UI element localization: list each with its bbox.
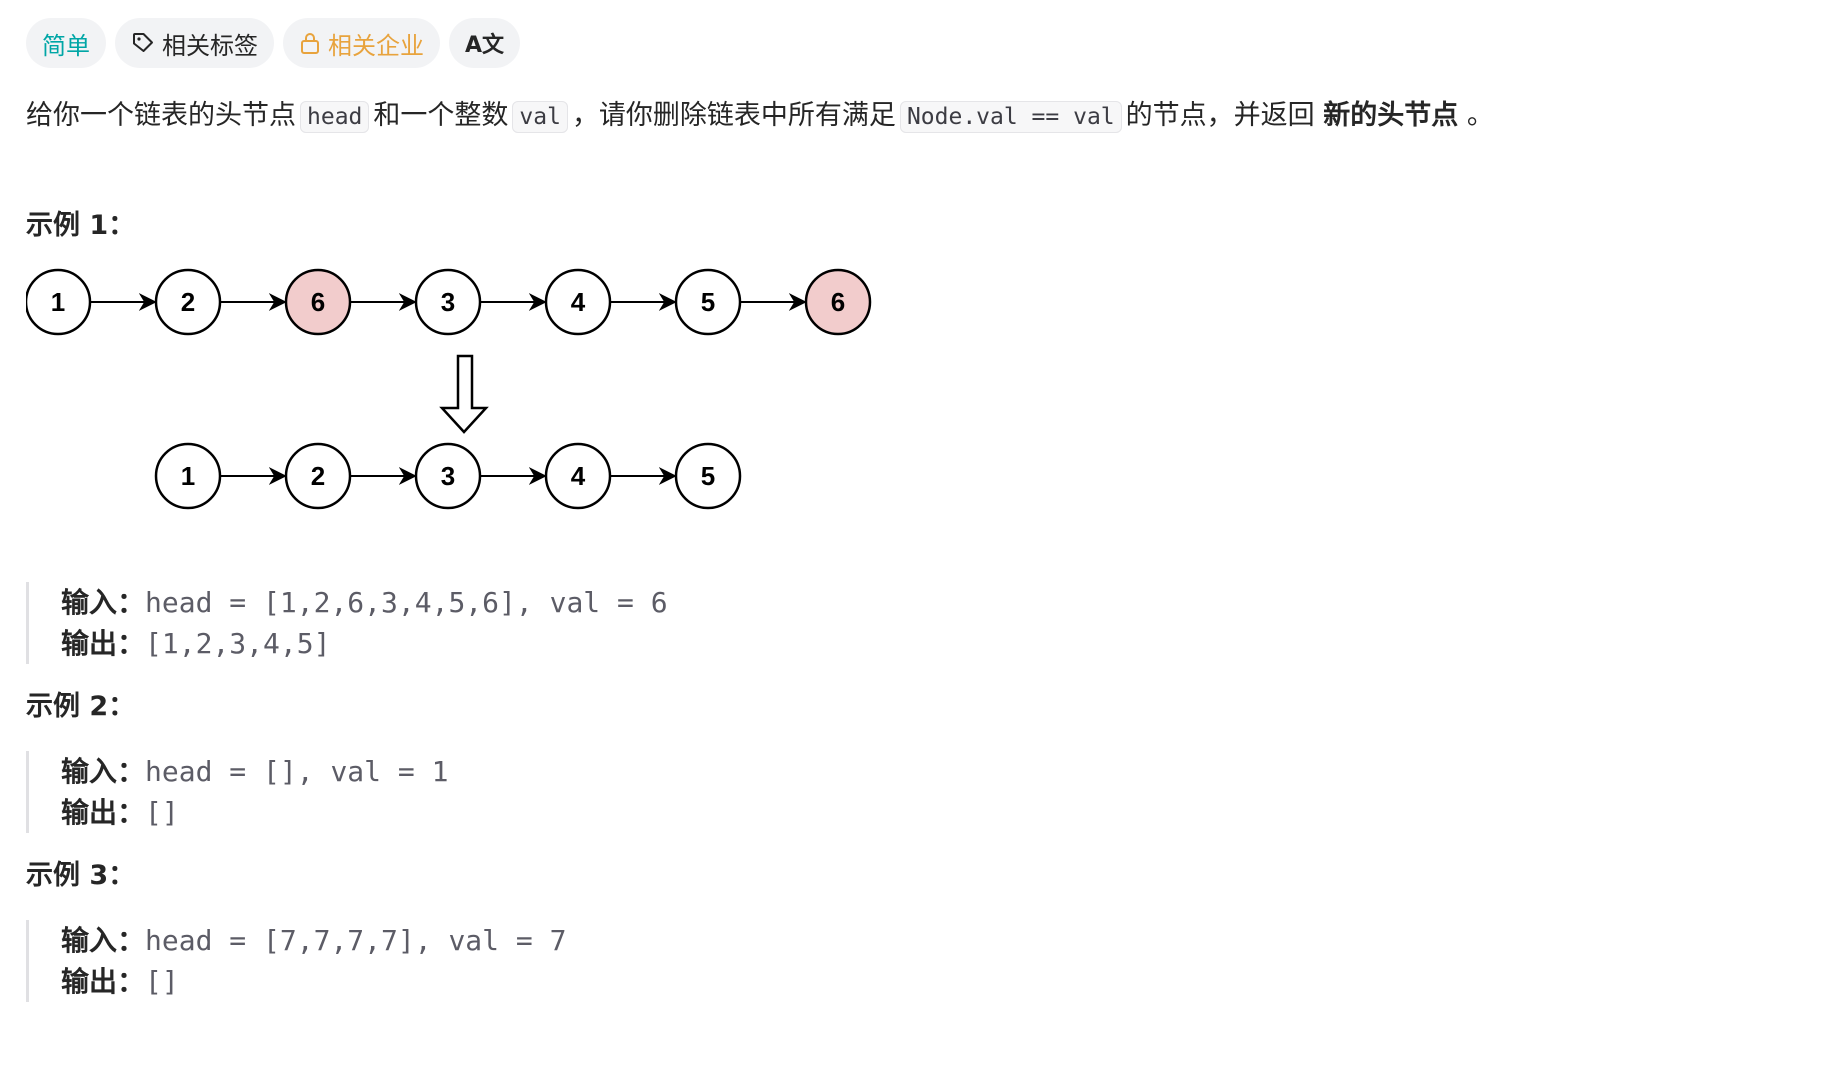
translate-icon: A文 — [465, 33, 505, 58]
tag-icon — [131, 31, 155, 55]
statement-text-1: 给你一个链表的头节点 — [26, 100, 296, 131]
code-val: val — [512, 101, 568, 133]
before-node-label-7: 6 — [831, 287, 845, 317]
before-node-label-6: 5 — [701, 287, 715, 317]
before-node-3 — [284, 268, 352, 336]
example-2-output-line: 输出：[] — [61, 792, 1848, 833]
example-1-output-line: 输出：[1,2,3,4,5] — [61, 623, 1848, 664]
example-2-input-line: 输入：head = [], val = 1 — [61, 751, 1848, 792]
statement-text-2: 和一个整数 — [373, 100, 509, 131]
before-node-5 — [544, 268, 612, 336]
before-node-4 — [414, 268, 482, 336]
example-3-input-line: 输入：head = [7,7,7,7], val = 7 — [61, 920, 1848, 961]
output-label: 输出： — [61, 796, 146, 829]
list-before: 1 2 6 3 4 5 6 — [26, 268, 872, 336]
statement-text-3: ，请你删除链表中所有满足 — [571, 100, 896, 131]
before-node-2 — [154, 268, 222, 336]
after-node-2 — [284, 442, 352, 510]
code-condition: Node.val == val — [899, 101, 1122, 133]
lock-icon — [299, 31, 321, 55]
output-label: 输出： — [61, 965, 146, 998]
example-3-block: 输入：head = [7,7,7,7], val = 7 输出：[] — [26, 920, 1848, 1002]
code-head: head — [300, 101, 370, 133]
before-node-label-3: 6 — [311, 287, 325, 317]
before-node-6 — [674, 268, 742, 336]
list-after: 1 2 3 4 5 — [154, 442, 742, 510]
after-node-label-2: 2 — [311, 461, 325, 491]
example-3-output: [] — [145, 965, 179, 998]
output-label: 输出： — [61, 627, 146, 660]
before-node-1 — [26, 268, 92, 336]
example-3-title: 示例 3： — [26, 860, 136, 891]
before-node-label-4: 3 — [441, 287, 455, 317]
example-2-output: [] — [145, 796, 179, 829]
after-node-5 — [674, 442, 742, 510]
down-arrow-icon — [439, 354, 489, 434]
tag-row: 简单 相关标签 相关企业 A文 — [26, 18, 1848, 68]
input-label: 输入： — [61, 924, 146, 957]
after-node-label-4: 4 — [571, 461, 586, 491]
related-companies-label: 相关企业 — [328, 31, 424, 60]
after-node-1 — [154, 442, 222, 510]
after-node-3 — [414, 442, 482, 510]
before-node-label-2: 2 — [181, 287, 195, 317]
after-node-label-5: 5 — [701, 461, 715, 491]
statement-text-4: 的节点，并返回 — [1125, 100, 1315, 131]
after-node-4 — [544, 442, 612, 510]
linked-list-diagram: 1 2 6 3 4 5 6 1 2 3 4 5 — [26, 268, 872, 510]
translate-button[interactable]: A文 — [449, 18, 521, 68]
input-label: 输入： — [61, 586, 146, 619]
example-3-input: head = [7,7,7,7], val = 7 — [145, 924, 567, 957]
example-1-block: 输入：head = [1,2,6,3,4,5,6], val = 6 输出：[1… — [26, 582, 1848, 664]
before-node-label-1: 1 — [51, 287, 65, 317]
statement-bold: 新的头节点 — [1323, 100, 1459, 131]
related-tags-label: 相关标签 — [162, 31, 258, 60]
before-node-7 — [804, 268, 872, 336]
example-2-block: 输入：head = [], val = 1 输出：[] — [26, 751, 1848, 833]
example-1-input-line: 输入：head = [1,2,6,3,4,5,6], val = 6 — [61, 582, 1848, 623]
example-1-output: [1,2,3,4,5] — [145, 627, 331, 660]
input-label: 输入： — [61, 755, 146, 788]
before-node-label-5: 4 — [571, 287, 586, 317]
example-1-title: 示例 1： — [26, 210, 136, 241]
example-2-input: head = [], val = 1 — [145, 755, 449, 788]
difficulty-tag[interactable]: 简单 — [26, 18, 106, 68]
related-tags-button[interactable]: 相关标签 — [115, 18, 274, 68]
statement-text-5: 。 — [1466, 100, 1494, 131]
example-3-output-line: 输出：[] — [61, 961, 1848, 1002]
difficulty-label: 简单 — [42, 31, 90, 60]
example-1-input: head = [1,2,6,3,4,5,6], val = 6 — [145, 586, 668, 619]
related-companies-button[interactable]: 相关企业 — [283, 18, 440, 68]
after-node-label-1: 1 — [181, 461, 195, 491]
example-2-title: 示例 2： — [26, 691, 136, 722]
after-node-label-3: 3 — [441, 461, 455, 491]
